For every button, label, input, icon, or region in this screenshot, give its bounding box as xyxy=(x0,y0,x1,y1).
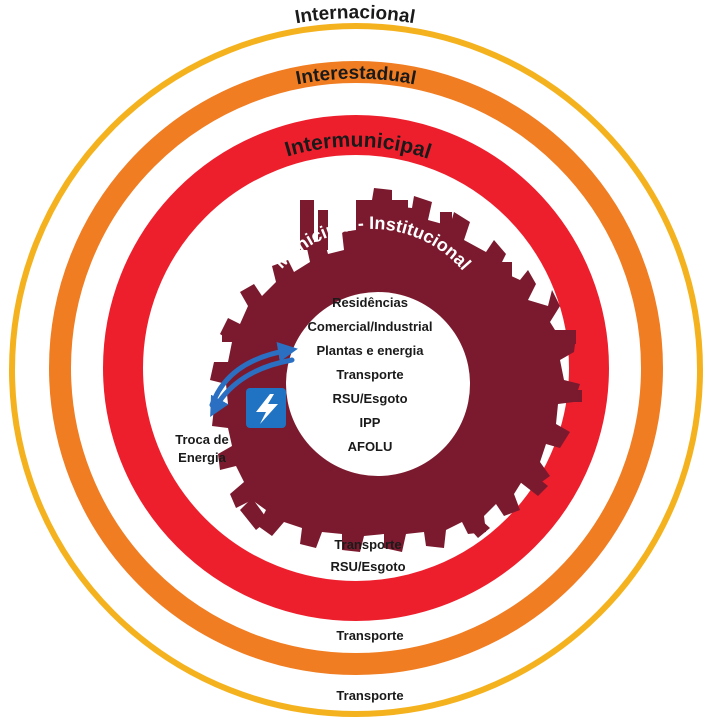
interstate-item: Transporte xyxy=(336,628,403,643)
lightning-bolt-icon xyxy=(246,388,286,428)
municipal-item: Plantas e energia xyxy=(317,343,425,358)
energy-exchange-label-line2: Energia xyxy=(178,450,226,465)
municipal-items: Residências Comercial/Industrial Plantas… xyxy=(308,295,433,454)
municipal-item: Residências xyxy=(332,295,408,310)
municipal-item: RSU/Esgoto xyxy=(332,391,407,406)
interstate-ring xyxy=(49,61,663,675)
intermunicipal-item: RSU/Esgoto xyxy=(330,559,405,574)
energy-exchange-label-line1: Troca de xyxy=(175,432,228,447)
interstate-label: Interestadual xyxy=(294,63,418,90)
municipal-inner-circle xyxy=(286,292,470,476)
municipal-item: Transporte xyxy=(336,367,403,382)
municipal-item: IPP xyxy=(360,415,381,430)
municipal-item: Comercial/Industrial xyxy=(308,319,433,334)
municipal-item: AFOLU xyxy=(348,439,393,454)
international-item: Transporte xyxy=(336,688,403,703)
intermunicipal-item: Transporte xyxy=(334,537,401,552)
double-arrow-icon xyxy=(209,342,298,418)
international-ring xyxy=(9,23,703,717)
intermunicipal-items: Transporte RSU/Esgoto xyxy=(330,537,405,574)
